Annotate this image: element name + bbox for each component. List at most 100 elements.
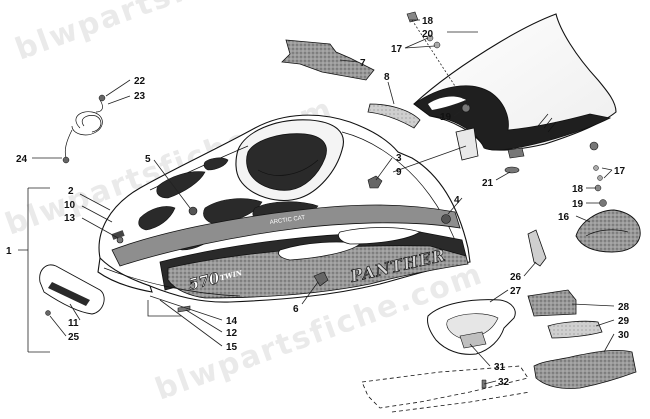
callout-11: 11 — [68, 318, 79, 329]
chassis-outline — [361, 365, 529, 409]
chassis-outline-lower — [391, 391, 531, 413]
callout-25: 25 — [68, 332, 80, 343]
windshield-assembly — [413, 13, 617, 159]
part-8-strip — [367, 103, 421, 129]
callout-8: 8 — [384, 72, 390, 83]
leader-16 — [575, 215, 591, 223]
callout-16: 16 — [558, 212, 570, 223]
leader-23 — [107, 95, 131, 105]
hood-vent-top-left — [156, 171, 206, 199]
leader-11 — [69, 303, 81, 321]
windshield-mount-right — [589, 141, 599, 151]
part-28-pad — [527, 289, 577, 317]
part-11-trim — [39, 264, 105, 316]
nut-19-right — [599, 199, 607, 207]
harness-loop-1 — [71, 111, 103, 136]
lower-assembly — [361, 289, 637, 413]
hood-vent-left — [138, 206, 176, 231]
callout-18-right: 18 — [572, 184, 584, 195]
leader-9 — [392, 145, 467, 173]
callout-26: 26 — [510, 272, 522, 283]
callout-30: 30 — [618, 330, 630, 341]
leader-7 — [339, 59, 359, 63]
callout-17-right: 17 — [614, 166, 626, 177]
leader-4 — [447, 197, 463, 215]
part-21-grommet — [504, 166, 520, 174]
hood-vent-grille — [111, 230, 125, 240]
callout-27: 27 — [510, 286, 522, 297]
part-26-bracket — [527, 229, 547, 267]
leader-19-top — [453, 109, 463, 117]
part-29-pad — [547, 320, 603, 339]
callout-9: 9 — [396, 167, 402, 178]
hood-side-scoop-front — [278, 241, 361, 261]
leader-10 — [81, 205, 113, 223]
leader-29 — [595, 319, 615, 327]
callout-3: 3 — [396, 153, 402, 164]
grommet-4 — [441, 214, 451, 224]
callout-18-top: 18 — [422, 16, 434, 27]
leader-13 — [81, 217, 119, 239]
windshield-lower-band — [413, 85, 612, 151]
part-24-harness — [62, 94, 106, 164]
callout-1: 1 — [6, 246, 12, 257]
connector-22 — [98, 94, 106, 102]
washer-17-top-b — [433, 41, 441, 49]
hardware-top-axis — [411, 19, 469, 107]
hood-windshield-opening — [246, 133, 327, 191]
callout-10: 10 — [64, 200, 76, 211]
callout-20: 20 — [422, 29, 434, 40]
leader-17-top — [404, 37, 436, 49]
callout-31: 31 — [494, 362, 506, 373]
leader-lines — [18, 19, 615, 385]
hood-bumper-line — [103, 267, 241, 297]
callout-19-right: 19 — [572, 199, 584, 210]
right-hardware — [593, 165, 607, 207]
part-30-pad — [533, 349, 637, 389]
leader-30 — [603, 333, 615, 353]
callout-14: 14 — [226, 316, 238, 327]
leader-25 — [49, 315, 67, 337]
windshield-shade-mark — [537, 113, 557, 133]
callout-6: 6 — [293, 304, 299, 315]
callout-21: 21 — [482, 178, 494, 189]
hardware-top — [406, 11, 471, 113]
hood-nose — [97, 256, 153, 293]
leader-22 — [105, 79, 131, 97]
leader-27 — [489, 289, 509, 303]
callout-12: 12 — [226, 328, 238, 339]
callout-2: 2 — [68, 186, 74, 197]
callout-7: 7 — [360, 58, 366, 69]
nut-19-top — [461, 103, 471, 113]
hood-side-stripe-upper — [111, 204, 461, 267]
grommet-5 — [188, 206, 198, 216]
leader-31 — [469, 343, 491, 367]
callout-13: 13 — [64, 213, 76, 224]
harness-loop-2 — [81, 115, 102, 133]
leader-6 — [301, 281, 319, 305]
hood-vent-mid — [203, 198, 263, 225]
hood-vent-top-center — [203, 157, 229, 171]
leader-12 — [185, 309, 223, 333]
hood-windshield-sill — [257, 159, 319, 176]
callout-5: 5 — [145, 154, 151, 165]
connector-24 — [62, 156, 70, 164]
leader-2 — [79, 193, 111, 211]
callout-labels: 1 2 3 4 5 6 7 8 9 10 11 12 13 14 15 16 1… — [6, 16, 630, 388]
leader-15 — [159, 299, 223, 347]
leader-28 — [571, 303, 615, 307]
callout-4: 4 — [454, 195, 460, 206]
harness-lead — [64, 99, 103, 159]
part-7-vent-plate — [281, 39, 375, 81]
callout-28: 28 — [618, 302, 630, 313]
leader-17-right — [601, 167, 613, 179]
screw-25 — [45, 310, 51, 316]
washer-17-right-b — [597, 175, 603, 181]
leader-8 — [387, 81, 395, 105]
washer-17-right — [593, 165, 599, 171]
part-11-slot — [48, 282, 90, 306]
callout-17-top: 17 — [391, 44, 403, 55]
leader-3 — [375, 157, 393, 181]
leader-5 — [153, 159, 191, 209]
